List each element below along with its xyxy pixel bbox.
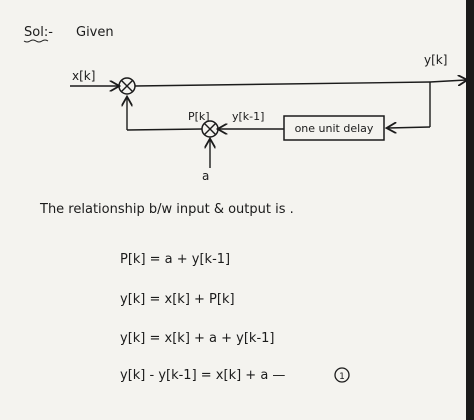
constant-label: a [202,169,209,183]
input-label: x[k] [72,69,95,83]
sol-underline [23,39,49,43]
equation-tag: 1 [339,372,345,382]
page-edge [466,0,474,420]
forward-path [134,81,431,87]
delay-block [283,115,385,141]
equation-3: y[k] = x[k] + a + y[k-1] [120,331,275,346]
bottom-summer-icon [201,120,219,138]
top-summer-icon [118,77,136,95]
given-label: Given [76,25,114,40]
equation-2: y[k] = x[k] + P[k] [120,292,235,307]
equation-tag-circle [334,367,350,383]
equation-4: y[k] - y[k-1] = x[k] + a — [120,368,286,383]
equation-1: P[k] = a + y[k-1] [120,252,231,267]
sol-label: Sol:- [24,25,53,40]
output-arrow [429,80,466,82]
output-label: y[k] [424,53,447,67]
delay-block-label: one unit delay [295,122,374,135]
feedback-to-delay [388,127,431,128]
delayed-output-label: y[k-1] [232,110,264,123]
relationship-sentence: The relationship b/w input & output is . [40,202,294,217]
feedback-horizontal [126,128,203,131]
pk-label: P[k] [188,110,210,123]
